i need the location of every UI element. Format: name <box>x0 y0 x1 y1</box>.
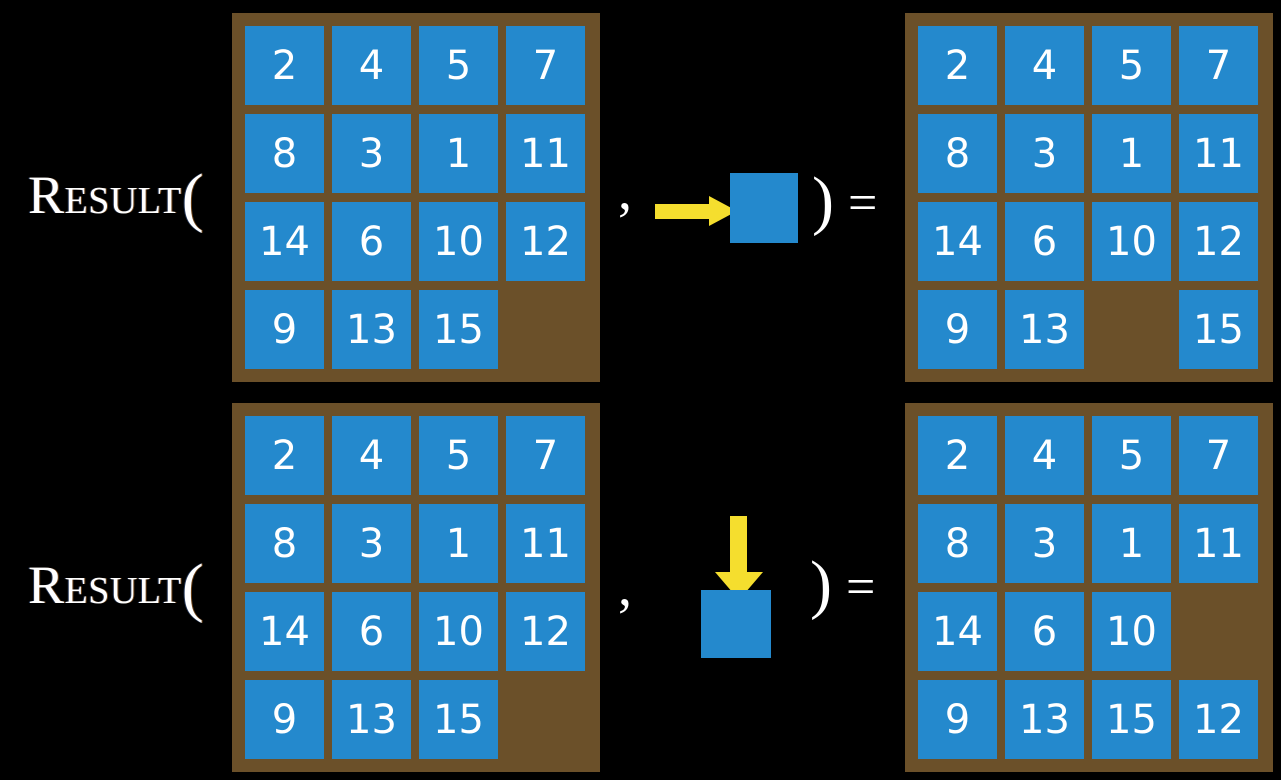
tile[interactable]: 2 <box>918 26 997 105</box>
tile[interactable]: 10 <box>1092 202 1171 281</box>
tile[interactable]: 13 <box>332 680 411 759</box>
tile[interactable]: 15 <box>419 680 498 759</box>
board-grid: 2 4 5 7 8 3 1 11 14 6 10 9 13 15 12 <box>918 416 1260 759</box>
output-board-top[interactable]: 2 4 5 7 8 3 1 11 14 6 10 12 9 13 15 <box>905 13 1273 382</box>
tile[interactable]: 11 <box>506 114 585 193</box>
tile[interactable]: 8 <box>245 114 324 193</box>
board-grid: 2 4 5 7 8 3 1 11 14 6 10 12 9 13 15 <box>245 416 587 759</box>
tile[interactable]: 7 <box>1179 26 1258 105</box>
tile[interactable]: 3 <box>1005 114 1084 193</box>
tile[interactable]: 8 <box>918 114 997 193</box>
argument-separator-top: , <box>618 160 632 222</box>
tile[interactable]: 2 <box>918 416 997 495</box>
input-board-top[interactable]: 2 4 5 7 8 3 1 11 14 6 10 12 9 13 15 <box>232 13 600 382</box>
tile[interactable]: 10 <box>1092 592 1171 671</box>
right-arrow-icon <box>655 196 737 226</box>
tile-blank[interactable] <box>506 290 585 369</box>
board-grid: 2 4 5 7 8 3 1 11 14 6 10 12 9 13 15 <box>245 26 587 369</box>
equation-row-bottom: Result( 2 4 5 7 8 3 1 11 14 6 10 12 9 13… <box>0 390 1281 780</box>
argument-separator-bottom: , <box>618 556 632 618</box>
board-grid: 2 4 5 7 8 3 1 11 14 6 10 12 9 13 15 <box>918 26 1260 369</box>
tile[interactable]: 12 <box>506 592 585 671</box>
arrow-shaft <box>730 516 747 574</box>
tile[interactable]: 4 <box>332 416 411 495</box>
tile[interactable]: 6 <box>1005 592 1084 671</box>
tile[interactable]: 15 <box>1179 290 1258 369</box>
tile[interactable]: 14 <box>245 202 324 281</box>
paren-close-bottom: ) <box>810 548 832 621</box>
tile[interactable]: 3 <box>332 504 411 583</box>
tile[interactable]: 3 <box>1005 504 1084 583</box>
input-board-bottom[interactable]: 2 4 5 7 8 3 1 11 14 6 10 12 9 13 15 <box>232 403 600 772</box>
tile[interactable]: 10 <box>419 202 498 281</box>
tile[interactable]: 5 <box>1092 26 1171 105</box>
tile-blank[interactable] <box>1179 592 1258 671</box>
tile[interactable]: 14 <box>245 592 324 671</box>
tile[interactable]: 6 <box>332 202 411 281</box>
paren-open-top: ( <box>181 161 205 234</box>
tile[interactable]: 8 <box>245 504 324 583</box>
paren-close-top: ) <box>812 164 834 237</box>
tile-blank[interactable] <box>1092 290 1171 369</box>
tile[interactable]: 14 <box>918 202 997 281</box>
tile[interactable]: 12 <box>1179 202 1258 281</box>
tile[interactable]: 1 <box>1092 114 1171 193</box>
tile[interactable]: 13 <box>1005 680 1084 759</box>
tile[interactable]: 9 <box>245 290 324 369</box>
equals-sign-bottom: = <box>846 559 876 616</box>
paren-open-bottom: ( <box>181 551 205 624</box>
arrow-shaft <box>655 204 713 219</box>
tile[interactable]: 9 <box>245 680 324 759</box>
result-function-label-bottom: Result( <box>28 555 204 621</box>
tile[interactable]: 5 <box>419 26 498 105</box>
tile[interactable]: 6 <box>1005 202 1084 281</box>
tile[interactable]: 7 <box>506 26 585 105</box>
tile[interactable]: 1 <box>419 114 498 193</box>
operand-tile-icon <box>701 590 771 658</box>
tile[interactable]: 7 <box>506 416 585 495</box>
tile[interactable]: 14 <box>918 592 997 671</box>
tile[interactable]: 1 <box>1092 504 1171 583</box>
operand-tile-icon <box>730 173 798 243</box>
tile[interactable]: 5 <box>419 416 498 495</box>
down-arrow-icon <box>715 516 763 600</box>
tile[interactable]: 13 <box>1005 290 1084 369</box>
tile-blank[interactable] <box>506 680 585 759</box>
equals-sign-top: = <box>848 175 878 232</box>
tile[interactable]: 4 <box>1005 26 1084 105</box>
tile[interactable]: 15 <box>419 290 498 369</box>
tile[interactable]: 9 <box>918 290 997 369</box>
tile[interactable]: 11 <box>506 504 585 583</box>
tile[interactable]: 5 <box>1092 416 1171 495</box>
tile[interactable]: 12 <box>506 202 585 281</box>
tile[interactable]: 4 <box>332 26 411 105</box>
tile[interactable]: 13 <box>332 290 411 369</box>
tile[interactable]: 6 <box>332 592 411 671</box>
result-word-top: Result <box>28 165 182 225</box>
tile[interactable]: 1 <box>419 504 498 583</box>
tile[interactable]: 11 <box>1179 504 1258 583</box>
tile[interactable]: 4 <box>1005 416 1084 495</box>
result-function-label-top: Result( <box>28 165 204 231</box>
tile[interactable]: 15 <box>1092 680 1171 759</box>
tile[interactable]: 10 <box>419 592 498 671</box>
tile[interactable]: 3 <box>332 114 411 193</box>
tile[interactable]: 2 <box>245 26 324 105</box>
tile[interactable]: 11 <box>1179 114 1258 193</box>
result-word-bottom: Result <box>28 555 182 615</box>
tile[interactable]: 8 <box>918 504 997 583</box>
equation-row-top: Result( 2 4 5 7 8 3 1 11 14 6 10 12 9 13… <box>28 13 1273 382</box>
tile[interactable]: 7 <box>1179 416 1258 495</box>
tile[interactable]: 12 <box>1179 680 1258 759</box>
tile[interactable]: 9 <box>918 680 997 759</box>
output-board-bottom[interactable]: 2 4 5 7 8 3 1 11 14 6 10 9 13 15 12 <box>905 403 1273 772</box>
tile[interactable]: 2 <box>245 416 324 495</box>
